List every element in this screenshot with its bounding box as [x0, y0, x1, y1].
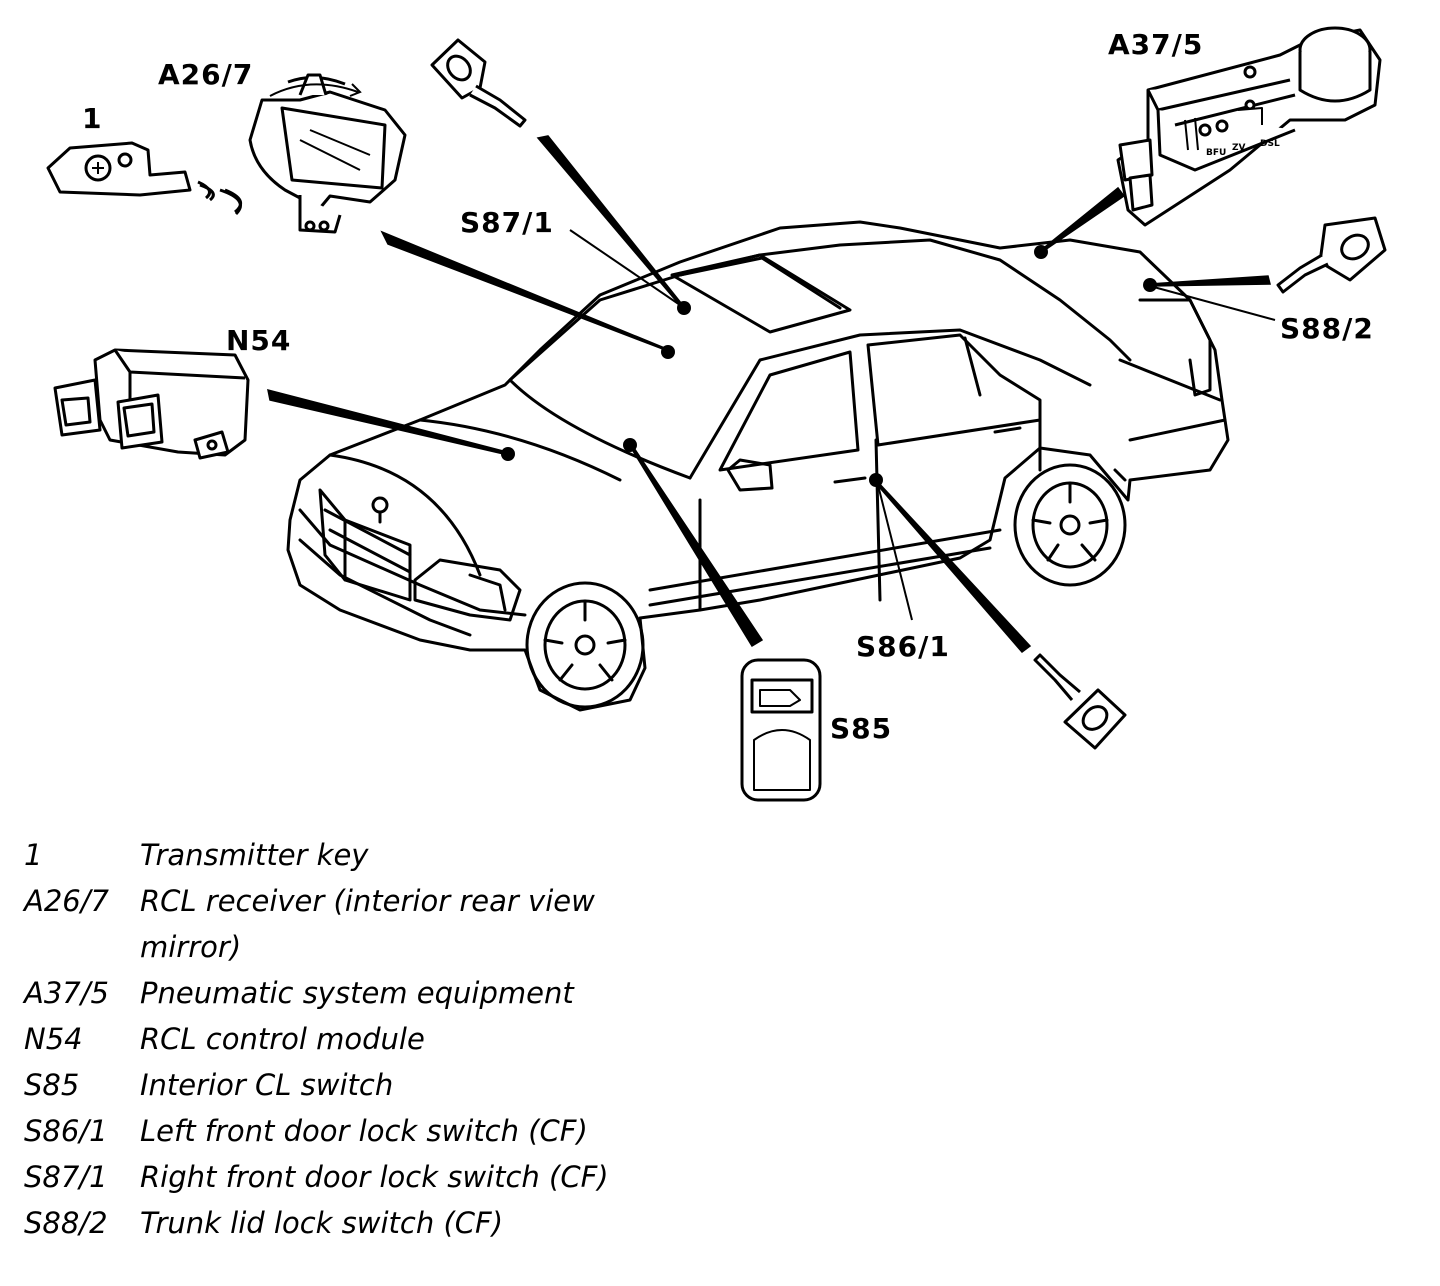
- callout-a26-7: A26/7: [158, 58, 253, 91]
- legend-code: N54: [24, 1022, 83, 1056]
- key-s87-1: [430, 38, 527, 128]
- car-illustration: [286, 220, 1230, 712]
- dot-s86-1: [869, 473, 883, 487]
- dot-a26-7: [661, 345, 675, 359]
- legend-row: S88/2 Trunk lid lock switch (CF): [24, 1200, 744, 1246]
- signal-waves-icon: [197, 180, 242, 216]
- key-s88-2: [1276, 216, 1387, 294]
- legend-code: S87/1: [24, 1160, 108, 1194]
- callout-1: 1: [82, 102, 102, 135]
- leader-s86-1-label: [877, 484, 913, 621]
- legend-description: Pneumatic system equipment: [140, 976, 574, 1010]
- legend-description: Trunk lid lock switch (CF): [140, 1206, 504, 1240]
- legend-description: Left front door lock switch (CF): [140, 1114, 588, 1148]
- leader-s87-1-label: [569, 229, 681, 306]
- dot-n54: [501, 447, 515, 461]
- port-label-dsl: DSL: [1260, 139, 1280, 149]
- legend-description: RCL receiver (interior rear view mirror): [140, 884, 595, 964]
- legend-row: S86/1 Left front door lock switch (CF): [24, 1108, 744, 1154]
- legend-row: S87/1 Right front door lock switch (CF): [24, 1154, 744, 1200]
- component-location-diagram: BFU ZV DSL: [46, 26, 1387, 802]
- legend-code: S85: [24, 1068, 80, 1102]
- port-label-zv: ZV: [1232, 143, 1246, 153]
- transmitter-key-fob: [46, 141, 243, 214]
- legend-row: N54 RCL control module: [24, 1016, 744, 1062]
- callout-s85: S85: [830, 712, 892, 745]
- dot-s87-1: [677, 301, 691, 315]
- key-s86-1: [1033, 653, 1127, 750]
- callout-a37-5: A37/5: [1108, 28, 1203, 61]
- location-dots: [501, 245, 1157, 487]
- legend-code: A26/7: [24, 884, 109, 918]
- port-label-bfu: BFU: [1206, 148, 1226, 158]
- dot-s85: [623, 438, 637, 452]
- legend-row: S85 Interior CL switch: [24, 1062, 744, 1108]
- legend-description: Interior CL switch: [140, 1068, 394, 1102]
- thin-leader-lines: [569, 229, 1276, 621]
- legend-description: Right front door lock switch (CF): [140, 1160, 609, 1194]
- legend: 1 Transmitter key A26/7 RCL receiver (in…: [24, 832, 744, 1246]
- legend-row: A37/5 Pneumatic system equipment: [24, 970, 744, 1016]
- pneumatic-port-labels: BFU ZV DSL: [1206, 139, 1280, 158]
- legend-row: 1 Transmitter key: [24, 832, 744, 878]
- callout-s86-1: S86/1: [856, 630, 950, 663]
- leader-s88-2-label: [1149, 285, 1276, 321]
- interior-cl-switch: [740, 658, 822, 802]
- legend-code: 1: [24, 838, 43, 872]
- rcl-receiver-mirror: [248, 73, 407, 234]
- legend-code: S86/1: [24, 1114, 108, 1148]
- legend-description: RCL control module: [140, 1022, 425, 1056]
- rcl-control-module: [53, 348, 250, 460]
- dot-a37-5: [1034, 245, 1048, 259]
- pneumatic-system-equipment: [1116, 26, 1382, 227]
- legend-code: S88/2: [24, 1206, 108, 1240]
- legend-row: A26/7 RCL receiver (interior rear view m…: [24, 878, 744, 970]
- dot-s88-2: [1143, 278, 1157, 292]
- callout-n54: N54: [226, 324, 291, 357]
- leader-lines: [267, 135, 1271, 654]
- callout-s88-2: S88/2: [1280, 312, 1374, 345]
- legend-description: Transmitter key: [140, 838, 369, 872]
- leader-s87-1-key: [536, 135, 687, 310]
- callout-s87-1: S87/1: [460, 206, 554, 239]
- legend-code: A37/5: [24, 976, 109, 1010]
- rotation-arrow-icon: [269, 83, 362, 97]
